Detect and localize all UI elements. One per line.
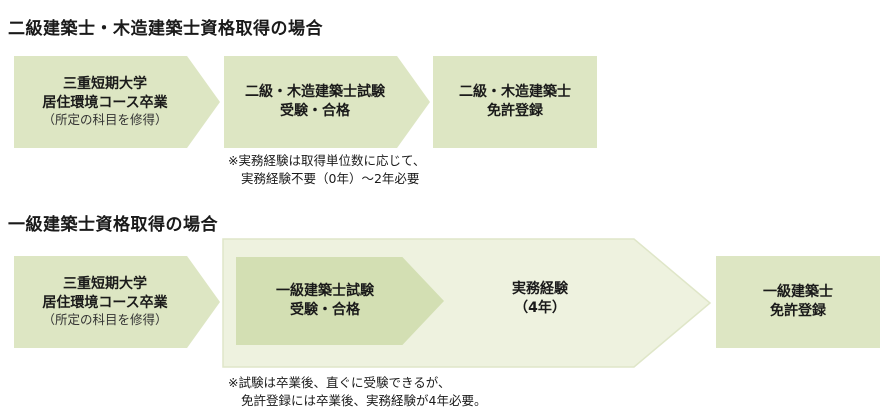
section1-step-graduation: 三重短期大学 居住環境コース卒業 （所定の科目を修得） xyxy=(14,56,220,148)
step-line: 一級建築士試験 xyxy=(276,283,374,300)
note-line: 免許登録には卒業後、実務経験が4年必要。 xyxy=(241,393,487,409)
section1-step-exam: 二級・木造建築士試験 受験・合格 xyxy=(224,56,430,148)
section2-step-registration: 一級建築士 免許登録 xyxy=(716,256,880,348)
step-line: 三重短期大学 xyxy=(63,275,147,292)
step-sub: （所定の科目を修得） xyxy=(42,112,168,128)
section1-title: 二級建築士・木造建築士資格取得の場合 xyxy=(8,19,323,39)
step-line: 居住環境コース卒業 xyxy=(42,94,168,111)
step-line: 免許登録 xyxy=(487,103,543,119)
step-line: 受験・合格 xyxy=(290,302,360,318)
section2-experience: 実務経験 （4年） xyxy=(470,280,610,318)
section1-note: ※実務経験は取得単位数に応じて、 実務経験不要（0年）～2年必要 xyxy=(228,152,425,188)
note-line: 実務経験不要（0年）～2年必要 xyxy=(241,171,420,187)
note-line: ※試験は卒業後、直ぐに受験できるが、 xyxy=(228,375,451,390)
section2-step-graduation: 三重短期大学 居住環境コース卒業 （所定の科目を修得） xyxy=(14,256,220,348)
experience-line: 実務経験 xyxy=(512,281,568,297)
experience-line: （4年） xyxy=(514,299,566,316)
section2-step-exam: 一級建築士試験 受験・合格 xyxy=(236,257,444,345)
note-line: ※実務経験は取得単位数に応じて、 xyxy=(228,153,426,168)
step-line: 二級・木造建築士試験 xyxy=(245,84,385,101)
step-sub: （所定の科目を修得） xyxy=(42,312,168,328)
step-line: 一級建築士 xyxy=(763,284,833,301)
section2-title: 一級建築士資格取得の場合 xyxy=(8,215,218,235)
step-line: 三重短期大学 xyxy=(63,75,147,92)
step-line: 受験・合格 xyxy=(280,103,350,119)
step-line: 二級・木造建築士 xyxy=(459,84,571,101)
section1-step-registration: 二級・木造建築士 免許登録 xyxy=(433,56,597,148)
step-line: 居住環境コース卒業 xyxy=(42,294,168,311)
section2-note: ※試験は卒業後、直ぐに受験できるが、 免許登録には卒業後、実務経験が4年必要。 xyxy=(228,374,486,410)
step-line: 免許登録 xyxy=(770,303,826,319)
